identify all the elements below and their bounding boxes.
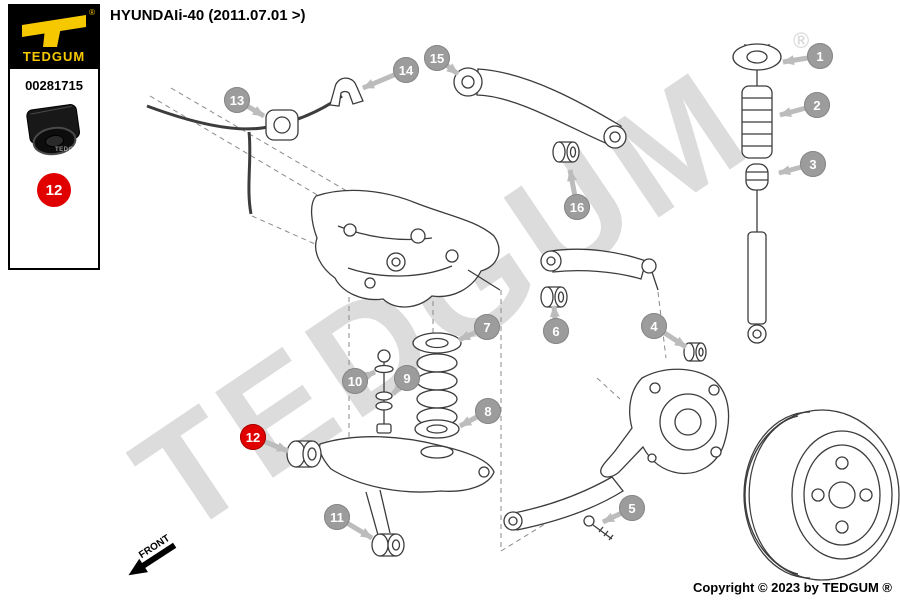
callout-arrow-6 bbox=[549, 305, 560, 332]
bushing-11-drawing bbox=[365, 489, 405, 557]
callout-arrow-4 bbox=[652, 323, 688, 350]
knuckle-drawing bbox=[600, 368, 730, 478]
photo-watermark: TEDGUM bbox=[55, 147, 84, 153]
trailing-arm-drawing bbox=[503, 476, 624, 541]
callout-arrow-13 bbox=[235, 97, 266, 119]
page-title: HYUNDAIi-40 (2011.07.01 >) bbox=[110, 7, 306, 24]
svg-text:®: ® bbox=[793, 28, 809, 53]
brand-logo: ® TEDGUM bbox=[10, 6, 98, 69]
copyright-notice: Copyright © 2023 by TEDGUM ® bbox=[692, 580, 892, 595]
bushing-4-drawing bbox=[683, 342, 707, 362]
registered-mark: ® bbox=[89, 8, 95, 17]
stabilizer-bar-drawing bbox=[146, 77, 364, 215]
subframe-drawing bbox=[310, 189, 501, 308]
callout-arrow-2 bbox=[779, 102, 818, 118]
highlighted-ref-badge: 12 bbox=[37, 173, 71, 207]
part-info-panel: ® TEDGUM 00281715 TEDGUM 12 bbox=[8, 4, 100, 270]
brand-wordmark: TEDGUM bbox=[22, 49, 86, 64]
bushing-16-drawing bbox=[552, 141, 580, 163]
callout-arrow-15 bbox=[435, 56, 460, 76]
callout-arrow-14 bbox=[362, 67, 407, 91]
callout-arrow-3 bbox=[778, 161, 814, 176]
callout-arrow-5 bbox=[601, 505, 634, 525]
bushing-photo-icon bbox=[26, 104, 81, 156]
front-direction-arrow: FRONT bbox=[128, 533, 177, 576]
brand-emblem-icon bbox=[22, 15, 86, 47]
upper-arm-drawing bbox=[453, 67, 627, 149]
callout-arrow-11 bbox=[335, 514, 374, 541]
part-number: 00281715 bbox=[25, 78, 83, 93]
callout-arrow-1 bbox=[782, 53, 821, 66]
product-photo: TEDGUM bbox=[21, 101, 87, 159]
callout-arrow-8 bbox=[458, 408, 490, 429]
bushing-6-drawing bbox=[540, 286, 568, 308]
wheel-drawing bbox=[743, 409, 900, 581]
link-bolt-drawing bbox=[374, 349, 394, 434]
camber-arm-drawing bbox=[540, 248, 659, 291]
bushing-12-drawing bbox=[286, 440, 322, 468]
lower-arm-drawing bbox=[318, 436, 495, 493]
strut-assembly-drawing bbox=[732, 43, 782, 344]
